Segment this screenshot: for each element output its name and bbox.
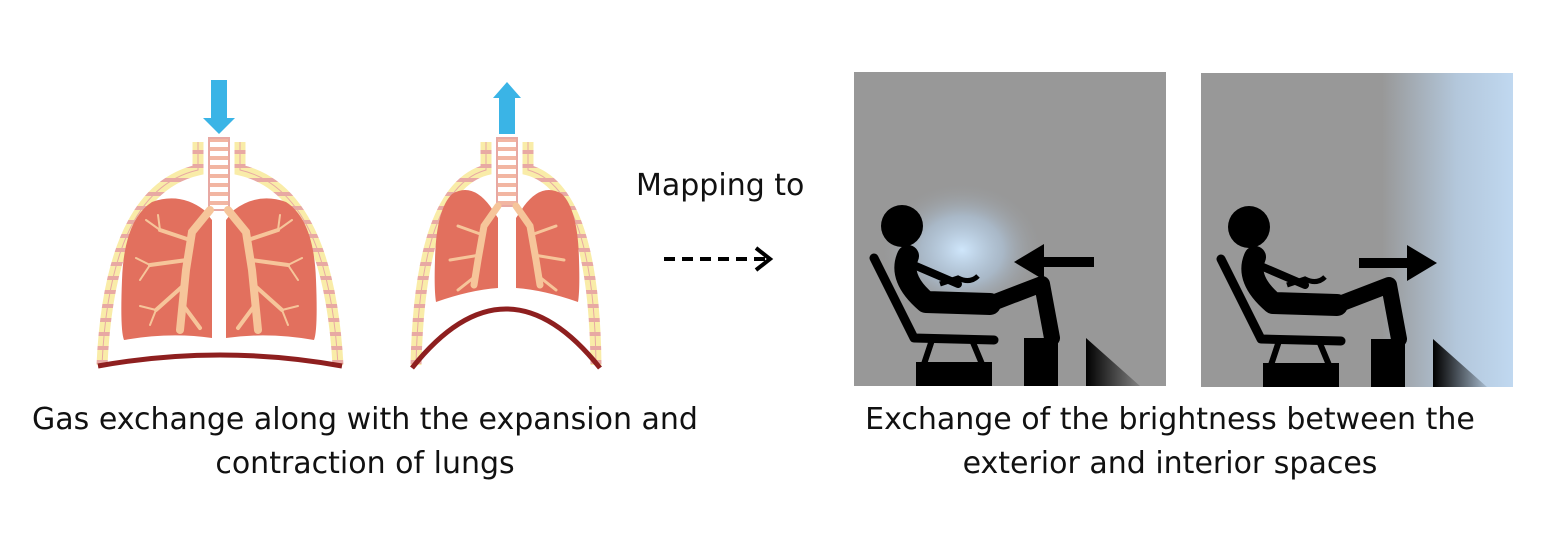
- lungs-contracted: [410, 82, 602, 370]
- left-caption: Gas exchange along with the expansion an…: [20, 398, 710, 486]
- air-in-arrow-icon: [203, 80, 235, 134]
- lungs-expanded: [96, 80, 344, 369]
- brightness-panel-outward: [1201, 73, 1513, 387]
- right-caption-line-1: Exchange of the brightness between the: [865, 402, 1475, 437]
- brightness-panel-inward: [854, 72, 1166, 386]
- window-wedge: [1086, 338, 1140, 386]
- right-caption-line-2: exterior and interior spaces: [962, 446, 1378, 481]
- dashed-arrow-icon: [664, 246, 774, 272]
- arrow-right-icon: [1359, 245, 1437, 281]
- person-reclining-icon: [869, 205, 1060, 386]
- window-wedge: [1433, 339, 1487, 387]
- mapping-label: Mapping to: [636, 168, 805, 203]
- air-out-arrow-icon: [493, 82, 521, 134]
- lungs-illustration: [96, 80, 602, 370]
- right-caption: Exchange of the brightness between the e…: [850, 398, 1490, 486]
- person-reclining-icon: [1216, 206, 1407, 387]
- left-caption-line-1: Gas exchange along with the expansion an…: [32, 402, 698, 437]
- left-caption-line-2: contraction of lungs: [215, 446, 515, 481]
- arrow-left-icon: [1014, 244, 1094, 280]
